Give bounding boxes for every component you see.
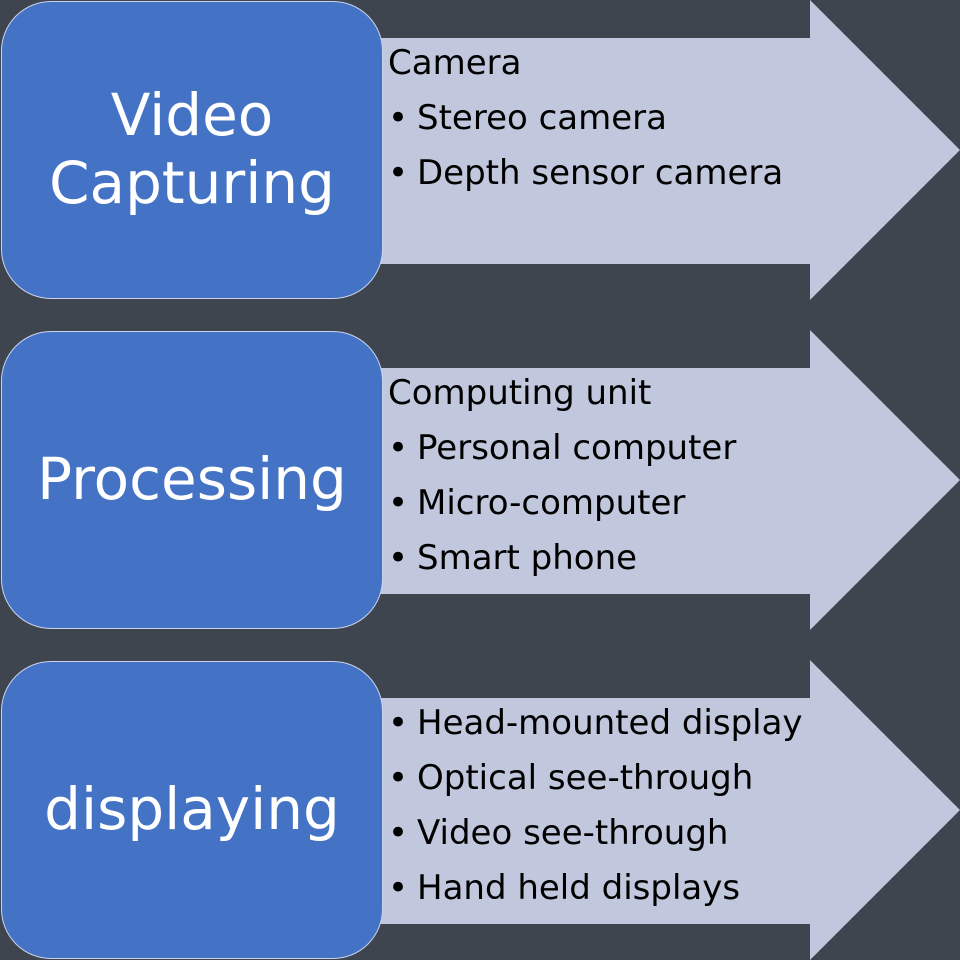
list-item: •Smart phone (388, 531, 736, 586)
bullet-icon: • (388, 98, 409, 138)
list-item-text: Depth sensor camera (417, 153, 784, 193)
list-item-text: Hand held displays (417, 868, 741, 908)
bullet-icon: • (388, 703, 409, 743)
stage-arrow (200, 0, 960, 300)
list-item: •Personal computer (388, 421, 736, 476)
detail-list: •Stereo camera •Depth sensor camera (388, 91, 783, 201)
stage-box: Video Capturing (1, 1, 383, 299)
stage-title: Processing (37, 445, 347, 514)
stage-row-displaying: displaying •Head-mounted display •Optica… (0, 660, 960, 960)
stage-details: •Head-mounted display •Optical see-throu… (388, 696, 803, 916)
stage-row-video-capturing: Video Capturing Camera •Stereo camera •D… (0, 0, 960, 300)
stage-title: Video Capturing (49, 81, 335, 217)
list-item-text: Smart phone (417, 538, 638, 578)
bullet-icon: • (388, 813, 409, 853)
list-item-text: Stereo camera (417, 98, 667, 138)
list-item-text: Head-mounted display (417, 703, 803, 743)
list-item-text: Optical see-through (417, 758, 754, 798)
list-item: •Head-mounted display (388, 696, 803, 751)
list-item: •Depth sensor camera (388, 146, 783, 201)
arrow-shape (200, 330, 960, 630)
stage-box: displaying (1, 661, 383, 959)
list-item-text: Micro-computer (417, 483, 686, 523)
arrow-shape (200, 0, 960, 300)
detail-heading: Computing unit (388, 373, 652, 413)
stage-arrow (200, 330, 960, 630)
list-item: •Hand held displays (388, 861, 803, 916)
bullet-icon: • (388, 483, 409, 523)
bullet-icon: • (388, 428, 409, 468)
list-item-text: Personal computer (417, 428, 737, 468)
detail-heading: Camera (388, 43, 522, 83)
list-item: •Optical see-through (388, 751, 803, 806)
list-item-text: Video see-through (417, 813, 729, 853)
bullet-icon: • (388, 153, 409, 193)
bullet-icon: • (388, 868, 409, 908)
detail-list: •Personal computer •Micro-computer •Smar… (388, 421, 736, 586)
bullet-icon: • (388, 538, 409, 578)
bullet-icon: • (388, 758, 409, 798)
stage-box: Processing (1, 331, 383, 629)
detail-list: •Head-mounted display •Optical see-throu… (388, 696, 803, 916)
stage-title: displaying (44, 775, 340, 844)
arrow-shape (200, 660, 960, 960)
list-item: •Micro-computer (388, 476, 736, 531)
list-item: •Video see-through (388, 806, 803, 861)
stage-row-processing: Processing Computing unit •Personal comp… (0, 330, 960, 630)
list-item: •Stereo camera (388, 91, 783, 146)
stage-details: Camera •Stereo camera •Depth sensor came… (388, 36, 783, 201)
stage-details: Computing unit •Personal computer •Micro… (388, 366, 736, 586)
stage-arrow (200, 660, 960, 960)
